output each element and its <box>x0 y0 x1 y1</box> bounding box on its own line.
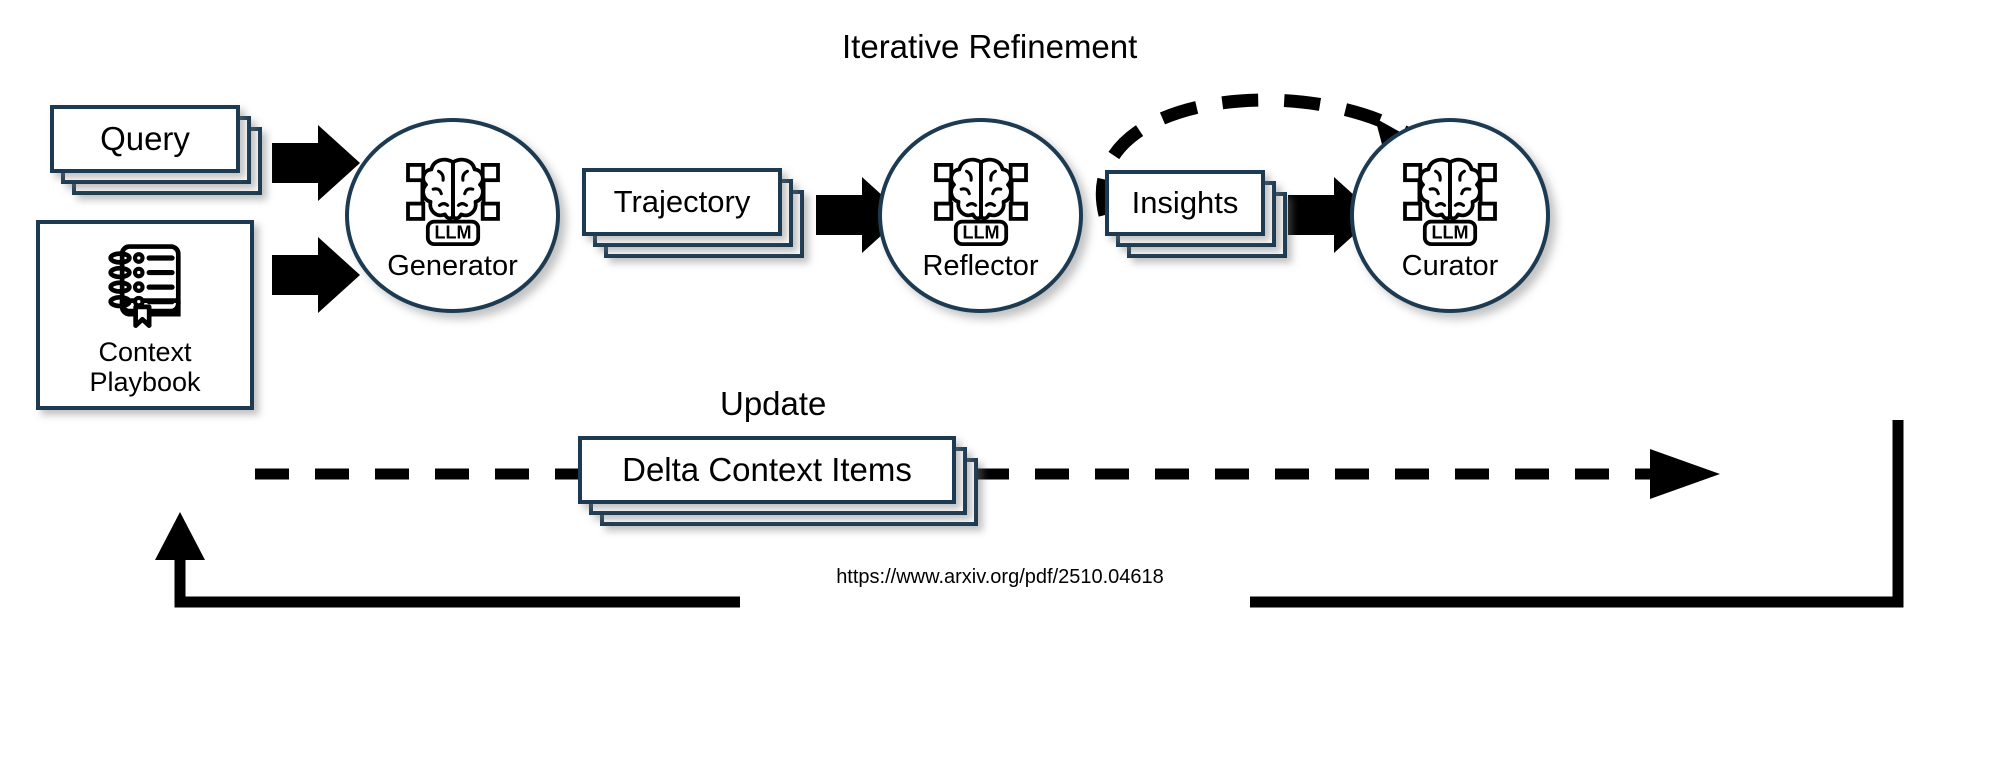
query-stack[interactable]: Query <box>50 105 280 195</box>
iterative-refinement-label: Iterative Refinement <box>842 28 1138 65</box>
context-playbook-panel[interactable]: Context Playbook <box>36 220 254 410</box>
playbook-to-generator-arrow <box>272 237 360 313</box>
trajectory-card[interactable]: Trajectory <box>582 168 782 236</box>
insights-stack[interactable]: Insights <box>1105 170 1305 270</box>
delta-context-items-stack[interactable]: Delta Context Items <box>578 436 998 546</box>
svg-text:LLM: LLM <box>962 223 999 243</box>
delta-context-items-label: Delta Context Items <box>622 451 912 488</box>
query-label: Query <box>100 120 190 157</box>
trajectory-label: Trajectory <box>613 184 751 219</box>
query-card[interactable]: Query <box>50 105 240 173</box>
svg-text:LLM: LLM <box>1432 223 1469 243</box>
brain-network-icon: LLM <box>1396 152 1504 248</box>
agent-curator-label: Curator <box>1401 250 1499 282</box>
context-playbook-label: Context Playbook <box>89 337 201 397</box>
svg-text:LLM: LLM <box>434 223 471 243</box>
brain-network-icon: LLM <box>399 152 507 248</box>
notebook-icon <box>93 232 197 336</box>
agent-generator[interactable]: LLM Generator <box>345 118 560 313</box>
agent-curator[interactable]: LLM Curator <box>1350 118 1550 313</box>
agent-reflector[interactable]: LLM Reflector <box>878 118 1083 313</box>
agent-reflector-label: Reflector <box>922 250 1039 282</box>
insights-card[interactable]: Insights <box>1105 170 1265 236</box>
insights-label: Insights <box>1131 185 1239 220</box>
update-label: Update <box>720 385 827 422</box>
trajectory-stack[interactable]: Trajectory <box>582 168 812 268</box>
query-to-generator-arrow <box>272 125 360 201</box>
agent-generator-label: Generator <box>387 250 518 282</box>
delta-context-items-card[interactable]: Delta Context Items <box>578 436 956 504</box>
source-caption: https://www.arxiv.org/pdf/2510.04618 <box>836 566 1164 588</box>
brain-network-icon: LLM <box>927 152 1035 248</box>
